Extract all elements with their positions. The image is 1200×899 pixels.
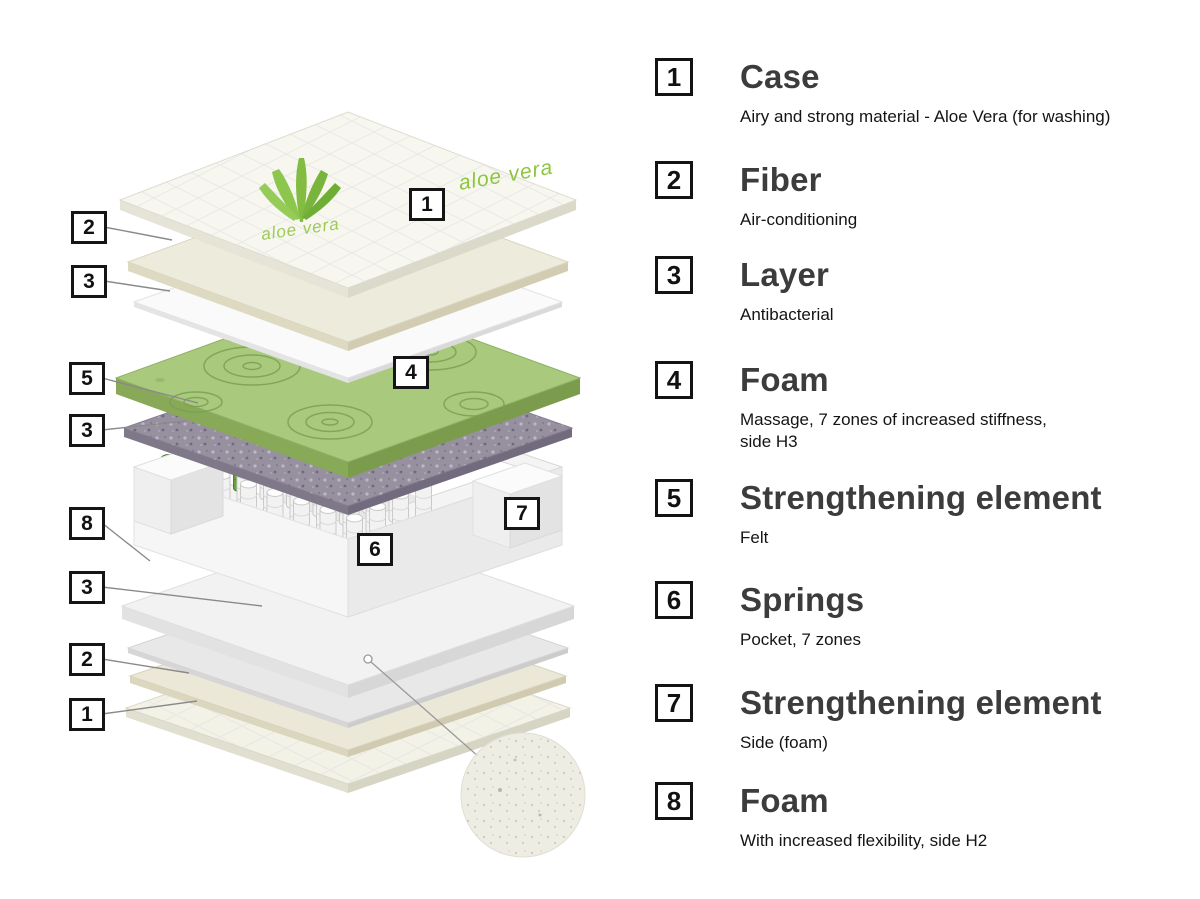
- legend-item-case: 1 Case Airy and strong material - Aloe V…: [655, 58, 1110, 128]
- legend-description: Massage, 7 zones of increased stiffness,…: [740, 410, 1047, 452]
- legend-title: Strengthening element: [740, 479, 1102, 516]
- diagram-callout-massage-foam: 4: [393, 356, 429, 389]
- legend-number: 1: [655, 58, 693, 96]
- diagram-callout-felt: 5: [69, 362, 105, 395]
- legend-description: Airy and strong material - Aloe Vera (fo…: [740, 107, 1111, 126]
- legend-number: 7: [655, 684, 693, 722]
- legend-number: 3: [655, 256, 693, 294]
- legend-item-strengthening-felt: 5 Strengthening element Felt: [655, 479, 1102, 549]
- aloe-plant-icon: [259, 158, 341, 222]
- legend-title: Foam: [740, 361, 829, 398]
- legend-item-springs: 6 Springs Pocket, 7 zones: [655, 581, 864, 651]
- legend-number: 5: [655, 479, 693, 517]
- legend-title: Case: [740, 58, 820, 95]
- diagram-callout-springs: 6: [357, 533, 393, 566]
- legend-item-strengthening-side: 7 Strengthening element Side (foam): [655, 684, 1102, 754]
- legend-description: With increased flexibility, side H2: [740, 831, 988, 850]
- legend-title: Layer: [740, 256, 830, 293]
- legend-number: 8: [655, 782, 693, 820]
- diagram-callout-layer-top: 3: [71, 265, 107, 298]
- diagram-callout-side-foam: 7: [504, 497, 540, 530]
- case-layer: aloe vera aloe vera: [118, 111, 578, 298]
- mattress-diagram: aloe vera aloe vera: [69, 111, 586, 858]
- legend-item-foam-massage: 4 Foam Massage, 7 zones of increased sti…: [655, 361, 1047, 453]
- side-foam-block-left: [132, 448, 225, 535]
- diagram-callout-layer-mid: 3: [69, 414, 105, 447]
- legend-description: Air-conditioning: [740, 210, 858, 229]
- legend-description: Side (foam): [740, 733, 828, 752]
- diagram-callout-fiber-bottom: 2: [69, 643, 105, 676]
- legend-item-foam-h2: 8 Foam With increased flexibility, side …: [655, 782, 987, 852]
- diagram-callout-foam-h2: 8: [69, 507, 105, 540]
- legend-description: Antibacterial: [740, 305, 834, 324]
- legend-number: 4: [655, 361, 693, 399]
- diagram-callout-case: 1: [409, 188, 445, 221]
- legend-description: Pocket, 7 zones: [740, 630, 861, 649]
- legend-title: Strengthening element: [740, 684, 1102, 721]
- legend-number: 6: [655, 581, 693, 619]
- diagram-callout-case-bottom: 1: [69, 698, 105, 731]
- mattress-illustration: aloe vera aloe vera: [101, 111, 586, 858]
- texture-zoom: [363, 654, 586, 858]
- legend-number: 2: [655, 161, 693, 199]
- diagram-callout-layer-bottom: 3: [69, 571, 105, 604]
- legend-title: Fiber: [740, 161, 822, 198]
- legend-title: Foam: [740, 782, 829, 819]
- legend-item-layer: 3 Layer Antibacterial: [655, 256, 834, 326]
- legend-item-fiber: 2 Fiber Air-conditioning: [655, 161, 857, 231]
- diagram-callout-fiber: 2: [71, 211, 107, 244]
- springs-block: [132, 394, 564, 618]
- legend-description: Felt: [740, 528, 769, 547]
- callout-leader-lines: [101, 226, 263, 715]
- legend-title: Springs: [740, 581, 865, 618]
- zoom-source-marker: [363, 654, 373, 664]
